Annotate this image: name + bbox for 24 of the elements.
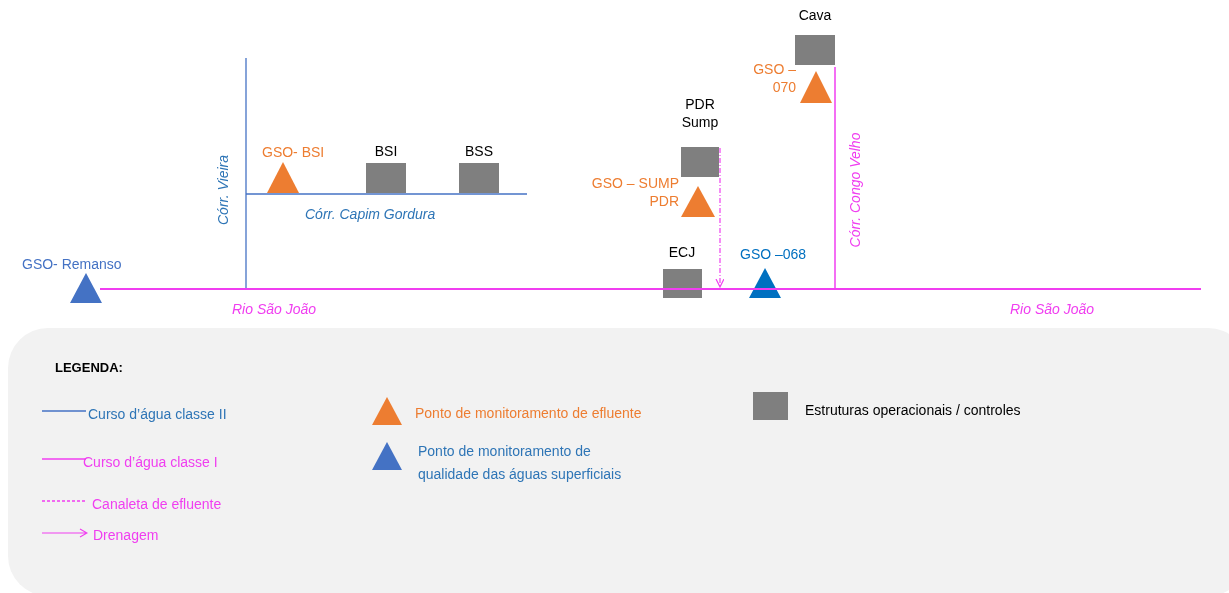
legend-text: Curso d’água classe I	[83, 453, 219, 472]
river-name: Rio São João	[232, 300, 318, 318]
station-label: BSI	[373, 142, 399, 160]
legend-text: Canaleta de efluente	[92, 495, 223, 514]
water-course-label: Córr. Congo Velho	[846, 131, 864, 250]
station-label: GSO- BSI	[262, 143, 326, 161]
legend-text: Drenagem	[93, 526, 160, 545]
station-label: GSO –068	[740, 245, 808, 263]
drainage-arrow	[715, 147, 725, 288]
water-course-label: Córr. Capim Gordura	[305, 205, 437, 223]
legend-text: Ponto de monitoramento de qualidade das águas superficiais	[418, 442, 623, 484]
station-label: BSS	[464, 142, 494, 160]
station-label: Cava	[797, 6, 833, 24]
station-label: PDR Sump	[680, 95, 720, 131]
water-course-label: Córr. Vieira	[214, 154, 232, 227]
legend-text: Ponto de monitoramento de efluente	[415, 404, 643, 423]
legend-text: Curso d’água classe II	[88, 405, 228, 424]
station-label: ECJ	[667, 243, 697, 261]
station-label: GSO- Remanso	[22, 255, 123, 273]
station-label: GSO – 070	[752, 60, 796, 96]
station-label: GSO – SUMP PDR	[590, 174, 679, 210]
legend-heading: LEGENDA:	[55, 359, 124, 377]
river-name: Rio São João	[1010, 300, 1096, 318]
legend-text: Estruturas operacionais / controles	[805, 401, 1022, 420]
